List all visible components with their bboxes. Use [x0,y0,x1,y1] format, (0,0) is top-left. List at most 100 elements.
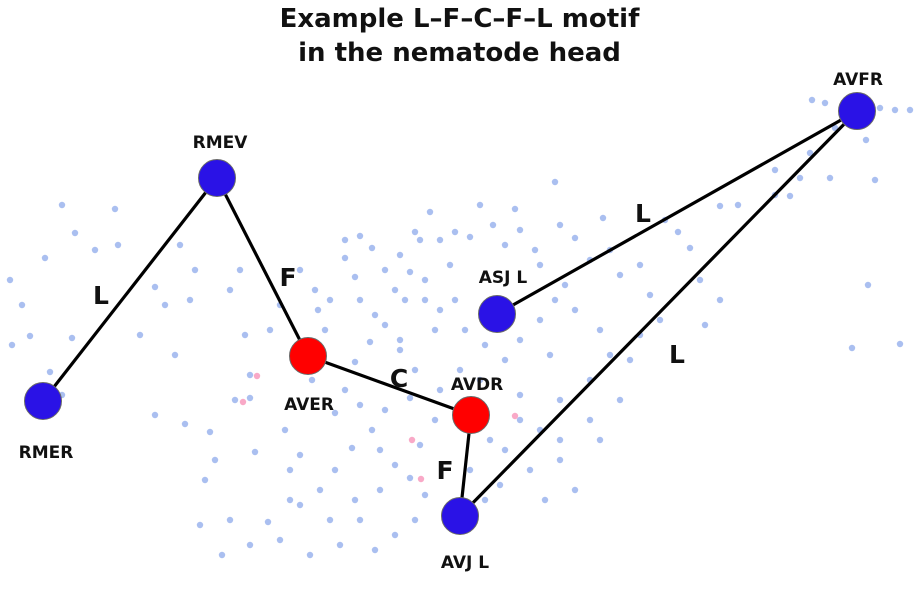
background-dot [481,341,489,349]
background-dot [311,286,319,294]
background-dot [341,386,349,394]
background-dot [516,391,524,399]
background-dot [808,96,816,104]
node-label-rmev: RMEV [193,133,249,153]
title-line-2: in the nematode head [298,38,621,68]
background-dot [91,246,99,254]
background-dot [626,356,634,364]
background-neuron-dots [6,96,914,559]
background-dot [58,201,66,209]
background-dot [176,241,184,249]
node-avfr [838,92,876,130]
background-dot [246,541,254,549]
background-dot [451,228,459,236]
background-dot [68,334,76,342]
background-dot [571,486,579,494]
background-dot [331,409,339,417]
background-dot [111,205,119,213]
title-line-1: Example L–F–C–F–L motif [279,4,640,34]
background-dot [451,296,459,304]
background-dot [391,286,399,294]
background-dot [546,351,554,359]
motif-nodes [24,92,876,535]
background-dot [551,296,559,304]
background-dot [376,486,384,494]
background-dot [571,306,579,314]
background-dot [416,236,424,244]
background-dot [476,376,484,384]
background-dot [536,316,544,324]
node-label-asjl: ASJ L [479,268,528,288]
diagram-title: Example L–F–C–F–L motif in the nematode … [0,2,919,70]
background-dot [406,268,414,276]
background-dot [406,474,414,482]
background-dot [368,426,376,434]
background-dot [556,221,564,229]
background-dot [321,326,329,334]
background-dot [716,202,724,210]
background-dot [356,232,364,240]
background-dot [18,301,26,309]
background-dot [368,244,376,252]
background-dot-pink [511,412,519,420]
background-dot [226,286,234,294]
background-dot [821,99,829,107]
background-dot [616,396,624,404]
background-dot [716,296,724,304]
background-dot [421,276,429,284]
background-dot [326,296,334,304]
node-rmev [198,159,236,197]
background-dot [656,316,664,324]
background-dot [114,241,122,249]
background-dot [246,394,254,402]
background-dot [351,273,359,281]
edge-label: L [669,340,685,369]
node-label-avdr: AVDR [451,375,503,395]
background-dot [396,346,404,354]
background-dot [599,214,607,222]
background-dot [276,536,284,544]
background-dot [314,306,322,314]
background-dot [411,366,419,374]
edge-aver-avdr [307,354,472,417]
background-dot [356,401,364,409]
background-dot [348,444,356,452]
background-dot [296,451,304,459]
background-dot [296,501,304,509]
edge-label: C [390,364,408,393]
background-dot [531,246,539,254]
background-dot [421,296,429,304]
background-dot [411,516,419,524]
background-dot [561,281,569,289]
background-dot [171,351,179,359]
background-dot [876,104,884,112]
node-label-aver: AVER [284,395,334,415]
background-dot [8,341,16,349]
background-dot [41,254,49,262]
background-dot [636,261,644,269]
background-dot [556,396,564,404]
background-dot [266,326,274,334]
edge-asjl-avfr [496,109,858,316]
background-dot [501,241,509,249]
background-dot [536,261,544,269]
background-dot [501,356,509,364]
background-dot [161,301,169,309]
background-dot [351,496,359,504]
background-dot [391,531,399,539]
edge-avjl-avfr [458,109,859,518]
edge-rmer-rmev [41,177,219,402]
background-dot [391,461,399,469]
background-dot [71,229,79,237]
background-dot-pink [239,398,247,406]
background-dot [516,416,524,424]
background-dot [896,340,904,348]
background-dot [406,394,414,402]
background-dot [401,296,409,304]
background-dot [686,244,694,252]
background-dot-pink [417,475,425,483]
background-dot [541,496,549,504]
node-aver [289,337,327,375]
background-dot [341,254,349,262]
